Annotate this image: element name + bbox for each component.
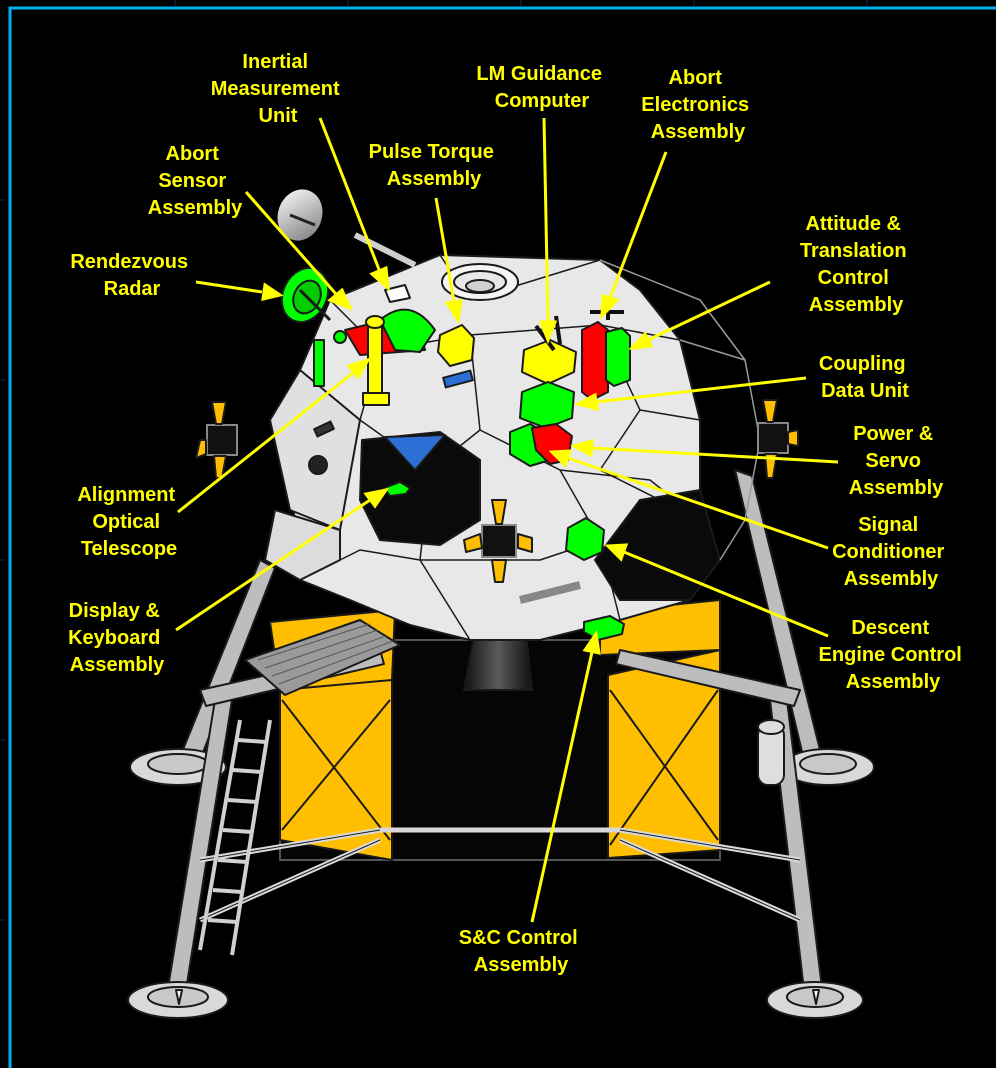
aea-red [582, 322, 608, 400]
label-inertial-measurement-unit: Inertial Measurement Unit [211, 51, 346, 127]
label-lm-guidance-computer: LM Guidance Computer [476, 63, 607, 112]
label-coupling-data-unit: Coupling Data Unit [819, 353, 911, 402]
label-sc-control-assembly: S&C Control Assembly [459, 927, 583, 976]
label-power-servo-assembly: Power & Servo Assembly [849, 423, 944, 499]
label-signal-conditioner-assembly: Signal Conditioner Assembly [832, 514, 950, 590]
rcs-quad-left [196, 402, 237, 478]
s-band-dish [270, 183, 329, 247]
port [309, 456, 327, 474]
label-display-keyboard-assembly: Display & Keyboard Assembly [68, 600, 166, 676]
probe-tips [176, 990, 819, 1004]
front-footpads [128, 982, 863, 1018]
cdu-green [520, 382, 574, 428]
lunar-module [128, 183, 874, 1018]
label-pulse-torque-assembly: Pulse Torque Assembly [369, 141, 500, 190]
label-abort-electronics-assembly: Abort Electronics Assembly [641, 67, 754, 143]
side-tank [758, 720, 784, 785]
label-abort-sensor-assembly: Abort Sensor Assembly [148, 143, 243, 219]
atca-green [606, 328, 630, 386]
label-descent-engine-control-assembly: Descent Engine Control Assembly [819, 617, 968, 693]
label-rendezvous-radar: Rendezvous Radar [70, 251, 193, 300]
label-attitude-translation-control-assembly: Attitude & Translation Control Assembly [800, 213, 912, 316]
label-alignment-optical-telescope: Alignment Optical Telescope [77, 484, 180, 560]
rcs-quad-right [758, 400, 798, 478]
antenna-mast [355, 235, 415, 265]
